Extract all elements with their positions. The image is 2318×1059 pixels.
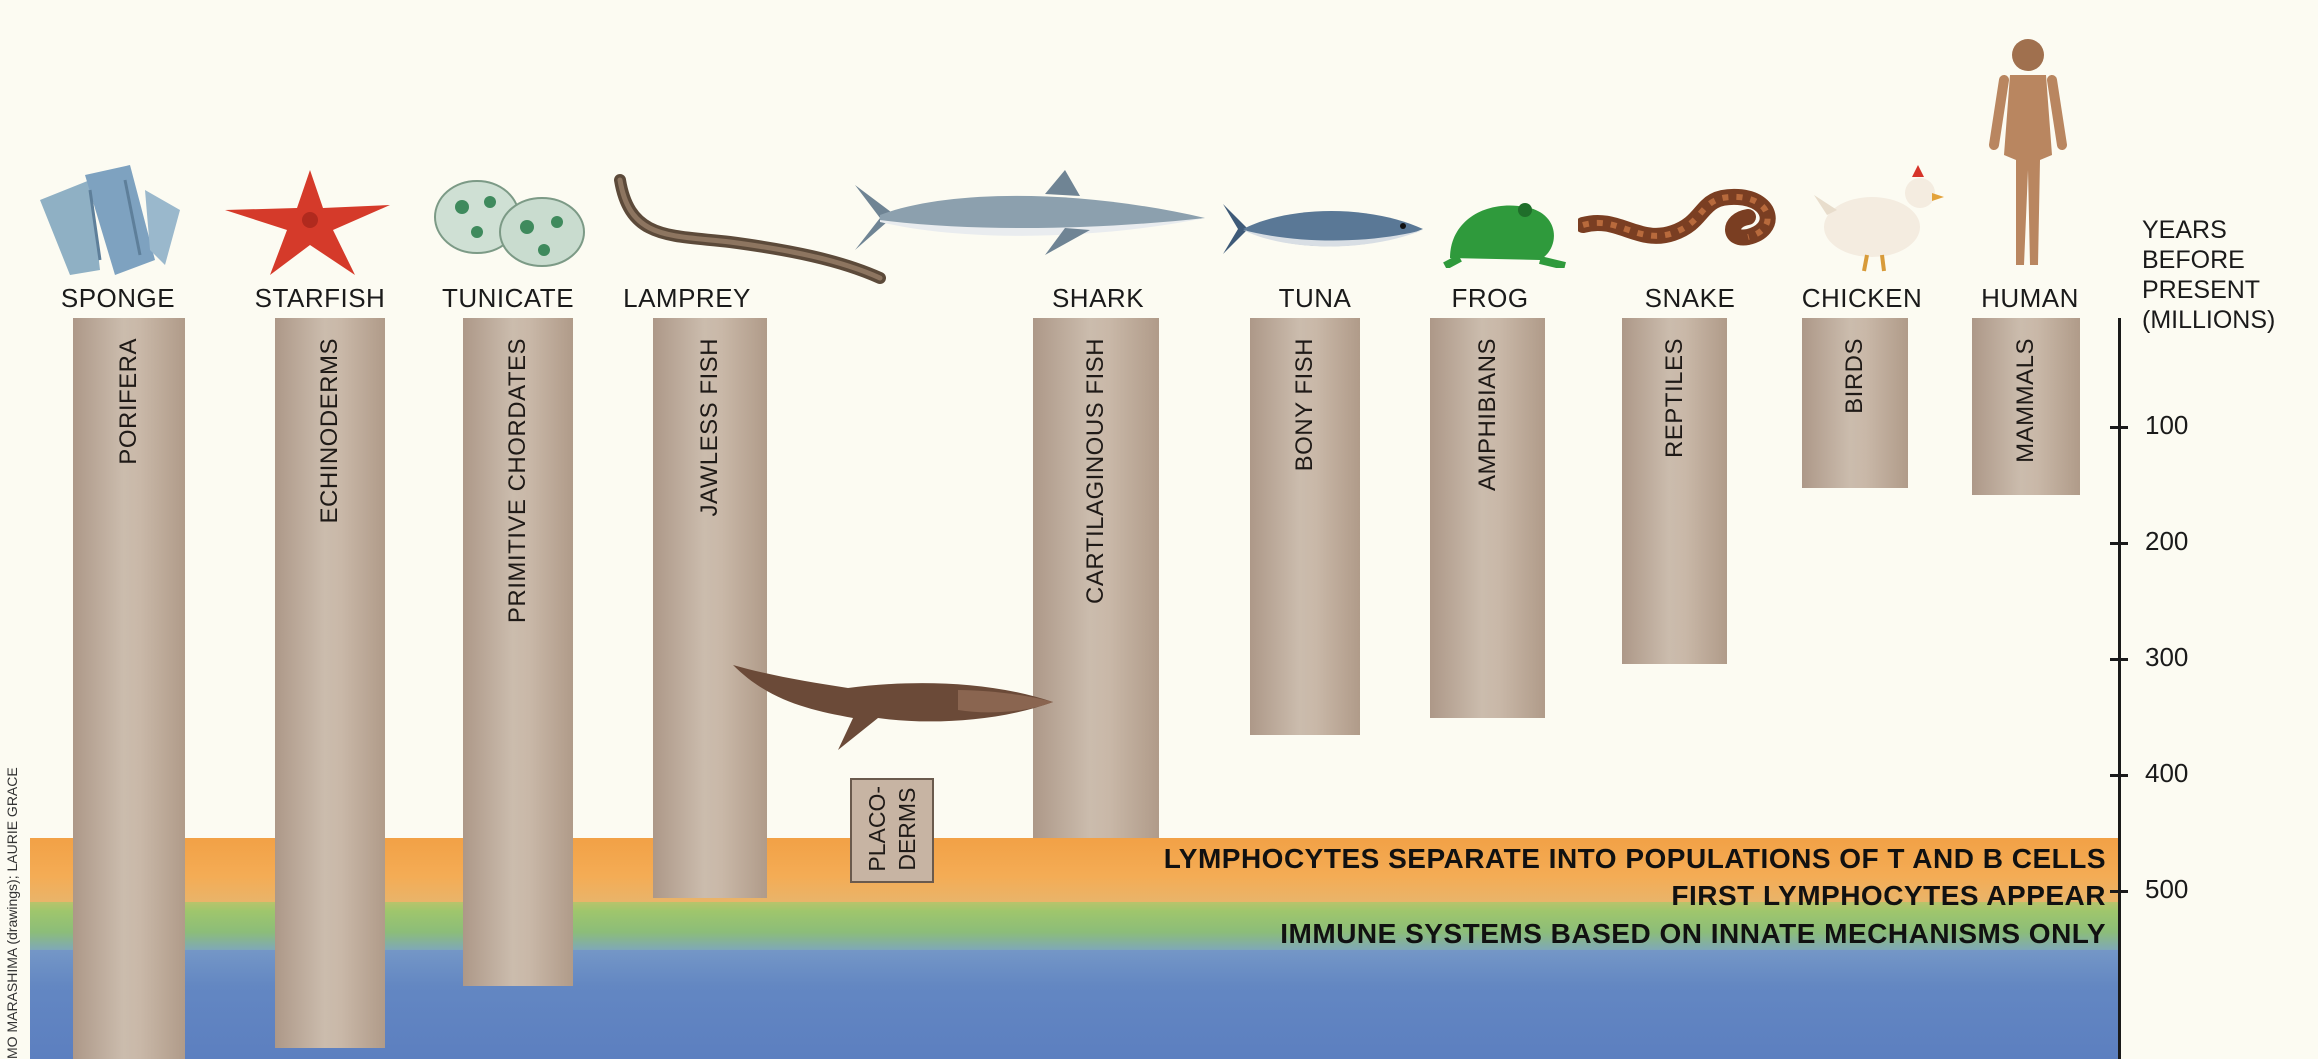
axis-tick-label: 100: [2145, 410, 2188, 441]
time-axis: [2118, 318, 2121, 1059]
sponge-icon: [30, 160, 200, 280]
group-label-primitive-chordates: PRIMITIVE CHORDATES: [504, 338, 532, 623]
axis-tick: [2110, 542, 2128, 545]
placoderms-label: PLACO- DERMS: [862, 786, 922, 872]
axis-tick-label: 500: [2145, 874, 2188, 905]
group-label-jawless-fish: JAWLESS FISH: [696, 338, 724, 516]
group-bar-cartilaginous-fish: CARTILAGINOUS FISH: [1033, 318, 1159, 838]
shark-icon: [835, 170, 1215, 260]
axis-title-line-4: (MILLIONS): [2142, 305, 2275, 335]
group-bar-bony-fish: BONY FISH: [1250, 318, 1360, 735]
group-label-amphibians: AMPHIBIANS: [1474, 338, 1502, 491]
axis-title: YEARS BEFORE PRESENT (MILLIONS): [2142, 215, 2275, 335]
axis-tick: [2110, 774, 2128, 777]
animal-label-human: HUMAN: [1981, 278, 2079, 318]
axis-tick: [2110, 658, 2128, 661]
group-bar-primitive-chordates: PRIMITIVE CHORDATES: [463, 318, 573, 986]
axis-title-line-3: PRESENT: [2142, 275, 2275, 305]
axis-tick-label: 200: [2145, 526, 2188, 557]
group-label-cartilaginous-fish: CARTILAGINOUS FISH: [1082, 338, 1110, 604]
first-lymphocytes-text: FIRST LYMPHOCYTES APPEAR: [1671, 880, 2106, 912]
innate-text: IMMUNE SYSTEMS BASED ON INNATE MECHANISM…: [1280, 918, 2106, 950]
animal-label-sponge: SPONGE: [61, 278, 175, 318]
axis-tick-label: 300: [2145, 642, 2188, 673]
tunicate-icon: [432, 172, 587, 272]
group-bar-jawless-fish: JAWLESS FISH: [653, 318, 767, 898]
group-bar-echinoderms: ECHINODERMS: [275, 318, 385, 1048]
starfish-icon: [215, 160, 405, 280]
group-bar-amphibians: AMPHIBIANS: [1430, 318, 1545, 718]
group-label-echinoderms: ECHINODERMS: [316, 338, 344, 524]
group-label-reptiles: REPTILES: [1661, 338, 1689, 458]
group-bar-mammals: MAMMALS: [1972, 318, 2080, 495]
axis-tick-label: 400: [2145, 758, 2188, 789]
axis-title-line-1: YEARS: [2142, 215, 2275, 245]
group-bar-reptiles: REPTILES: [1622, 318, 1727, 664]
image-credit: MO MARASHIMA (drawings); LAURIE GRACE: [4, 775, 24, 1059]
chicken-icon: [1812, 155, 1947, 273]
axis-title-line-2: BEFORE: [2142, 245, 2275, 275]
group-label-mammals: MAMMALS: [2012, 338, 2040, 463]
animal-label-starfish: STARFISH: [255, 278, 386, 318]
group-label-porifera: PORIFERA: [115, 338, 143, 465]
animal-label-tunicate: TUNICATE: [442, 278, 574, 318]
animal-label-chicken: CHICKEN: [1802, 278, 1923, 318]
group-label-birds: BIRDS: [1841, 338, 1869, 414]
axis-tick: [2110, 426, 2128, 429]
placoderm-icon: [728, 660, 1058, 755]
frog-icon: [1440, 188, 1570, 268]
group-bar-porifera: PORIFERA: [73, 318, 185, 1059]
animal-label-tuna: TUNA: [1279, 278, 1352, 318]
snake-icon: [1578, 185, 1788, 260]
group-bar-birds: BIRDS: [1802, 318, 1908, 488]
axis-tick: [2110, 890, 2128, 893]
animal-label-snake: SNAKE: [1645, 278, 1736, 318]
group-label-bony-fish: BONY FISH: [1291, 338, 1319, 471]
human-icon: [1988, 35, 2070, 275]
animal-label-frog: FROG: [1451, 278, 1528, 318]
tuna-icon: [1218, 196, 1428, 262]
animal-label-shark: SHARK: [1052, 278, 1144, 318]
animal-label-lamprey: LAMPREY: [623, 278, 751, 318]
placoderms-box: PLACO- DERMS: [850, 778, 934, 883]
tb-cells-text: LYMPHOCYTES SEPARATE INTO POPULATIONS OF…: [1164, 843, 2106, 875]
